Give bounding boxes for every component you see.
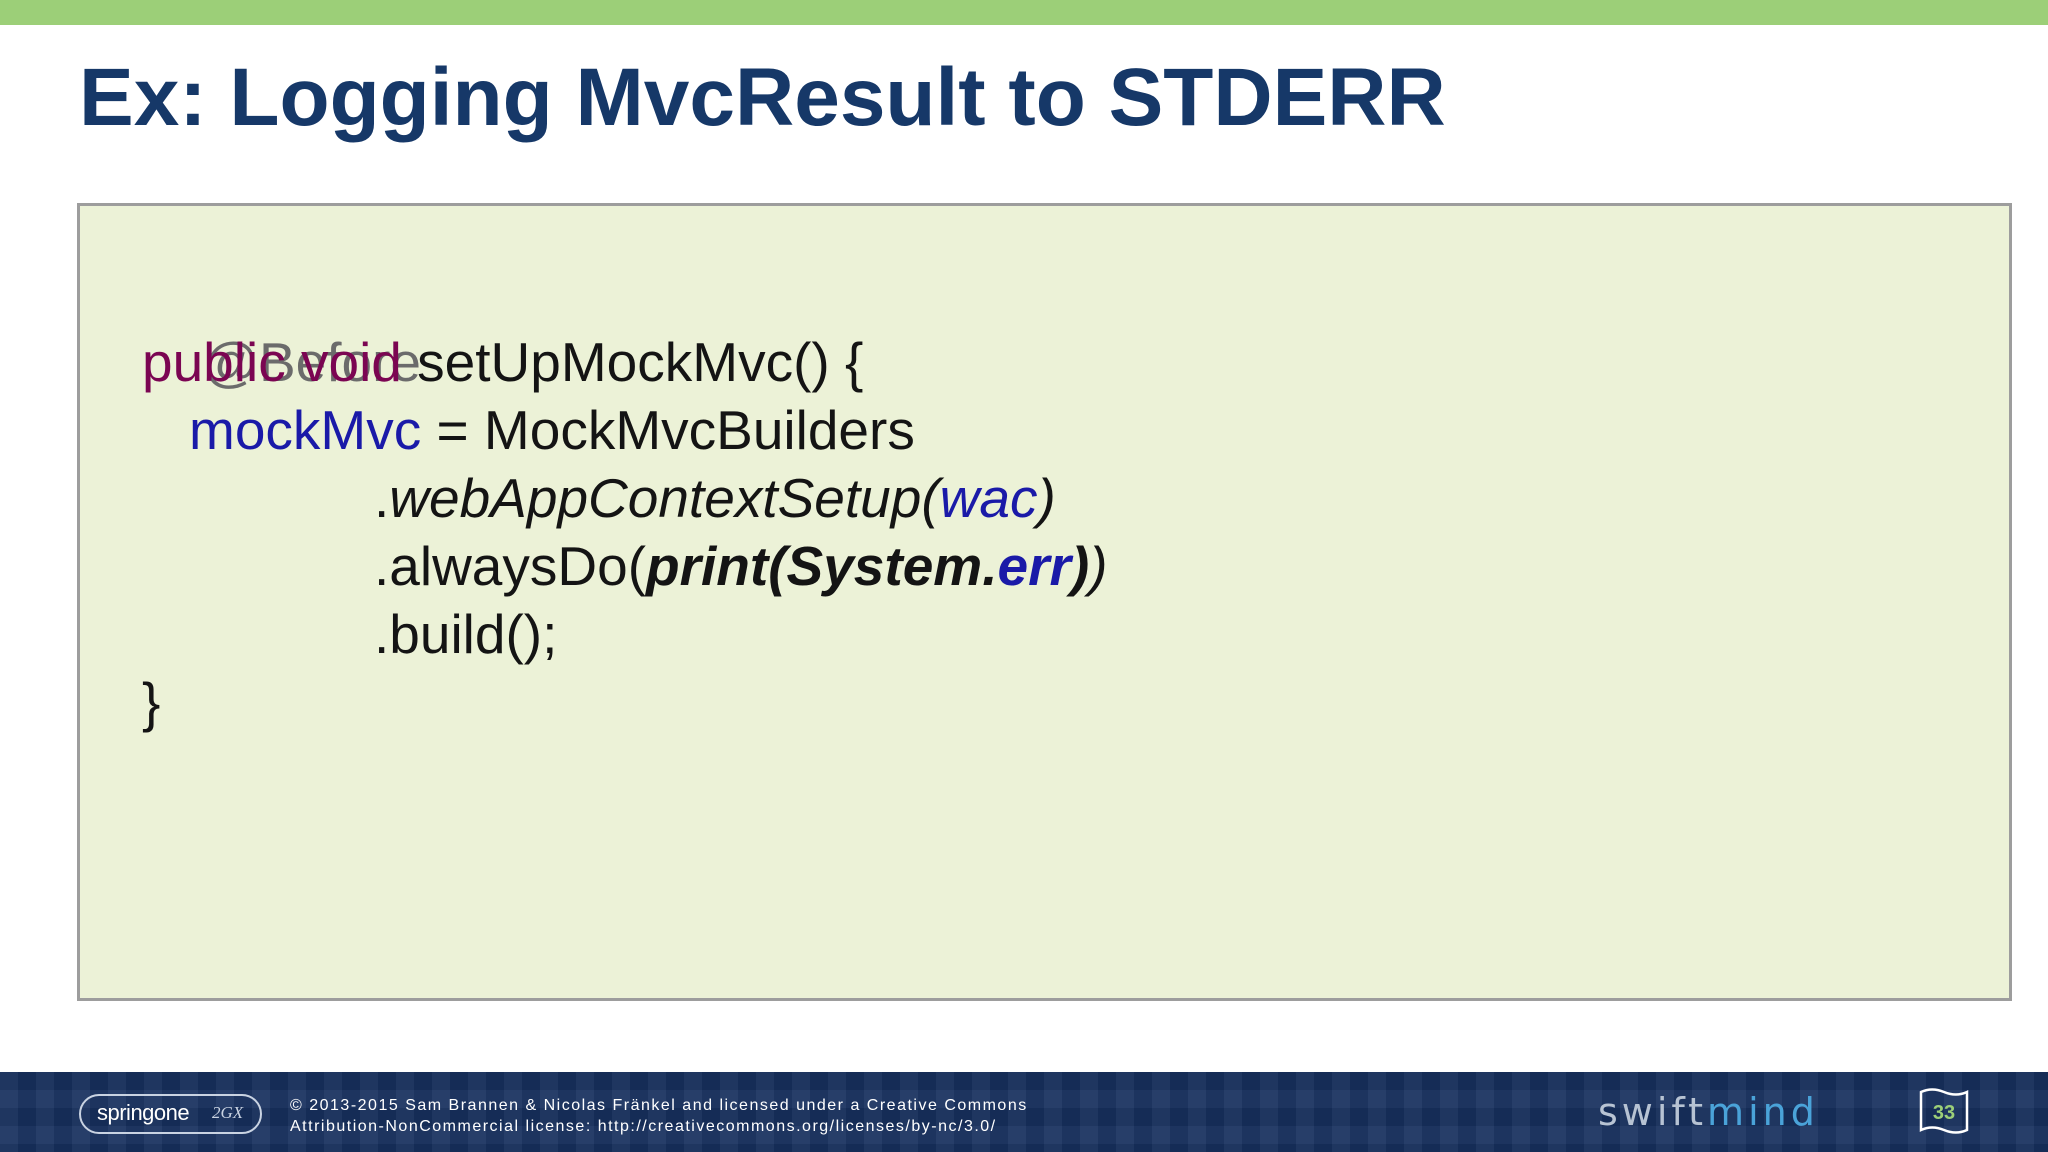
- field-err: err: [997, 535, 1071, 597]
- dot: .: [374, 467, 390, 529]
- keyword-public-void: public void: [142, 331, 402, 393]
- annotation-before: @Before: [203, 331, 422, 393]
- springone-badge-outline: [79, 1094, 262, 1134]
- code-line-3: mockMvc = MockMvcBuilders: [189, 396, 915, 464]
- code-block: @Before public void setUpMockMvc() { moc…: [77, 203, 2012, 1001]
- method-signature: setUpMockMvc() {: [401, 331, 864, 393]
- swiftmind-logo: swiftmind: [1598, 1092, 1819, 1132]
- outer-close-paren: ): [1089, 535, 1108, 597]
- arg-wac: wac: [939, 467, 1038, 529]
- code-line-5: .alwaysDo(print(System.err)): [374, 532, 1108, 600]
- inner-close-paren: ): [1070, 535, 1090, 597]
- assignment-text: = MockMvcBuilders: [421, 399, 915, 461]
- springone-logo-text: springone: [97, 1100, 190, 1125]
- method-webappcontextsetup: webAppContextSetup(: [389, 467, 940, 529]
- code-line-7: }: [142, 668, 160, 736]
- method-alwaysdo: .alwaysDo(: [374, 535, 647, 597]
- page-number-flag: 33: [1918, 1086, 1970, 1138]
- copyright-line-1: © 2013-2015 Sam Brannen & Nicolas Fränke…: [290, 1097, 1028, 1114]
- code-line-6: .build();: [374, 600, 557, 668]
- springone-2gx-text: 2GX: [212, 1103, 244, 1122]
- copyright-notice: © 2013-2015 Sam Brannen & Nicolas Fränke…: [290, 1095, 1028, 1137]
- code-line-4: .webAppContextSetup(wac): [374, 464, 1056, 532]
- swiftmind-logo-mind: mind: [1707, 1090, 1819, 1134]
- code-line-2: public void setUpMockMvc() {: [142, 328, 863, 396]
- field-mockmvc: mockMvc: [189, 399, 422, 461]
- flag-icon: [1919, 1088, 1969, 1134]
- footer-bar: springone 2GX © 2013-2015 Sam Brannen & …: [0, 1072, 2048, 1152]
- closing-brace: }: [142, 671, 161, 733]
- swiftmind-logo-swift: swift: [1598, 1090, 1708, 1134]
- springone-logo: springone 2GX: [79, 1094, 262, 1134]
- method-build: .build();: [374, 603, 558, 665]
- slide-title: Ex: Logging MvcResult to STDERR: [79, 52, 1446, 143]
- page-number: 33: [1932, 1102, 1956, 1124]
- close-paren: ): [1037, 467, 1056, 529]
- top-accent-bar: [0, 0, 2048, 25]
- call-print-system: print(System.: [646, 535, 998, 597]
- copyright-line-2: Attribution-NonCommercial license: http:…: [290, 1118, 997, 1135]
- code-line-1: @Before: [142, 260, 421, 464]
